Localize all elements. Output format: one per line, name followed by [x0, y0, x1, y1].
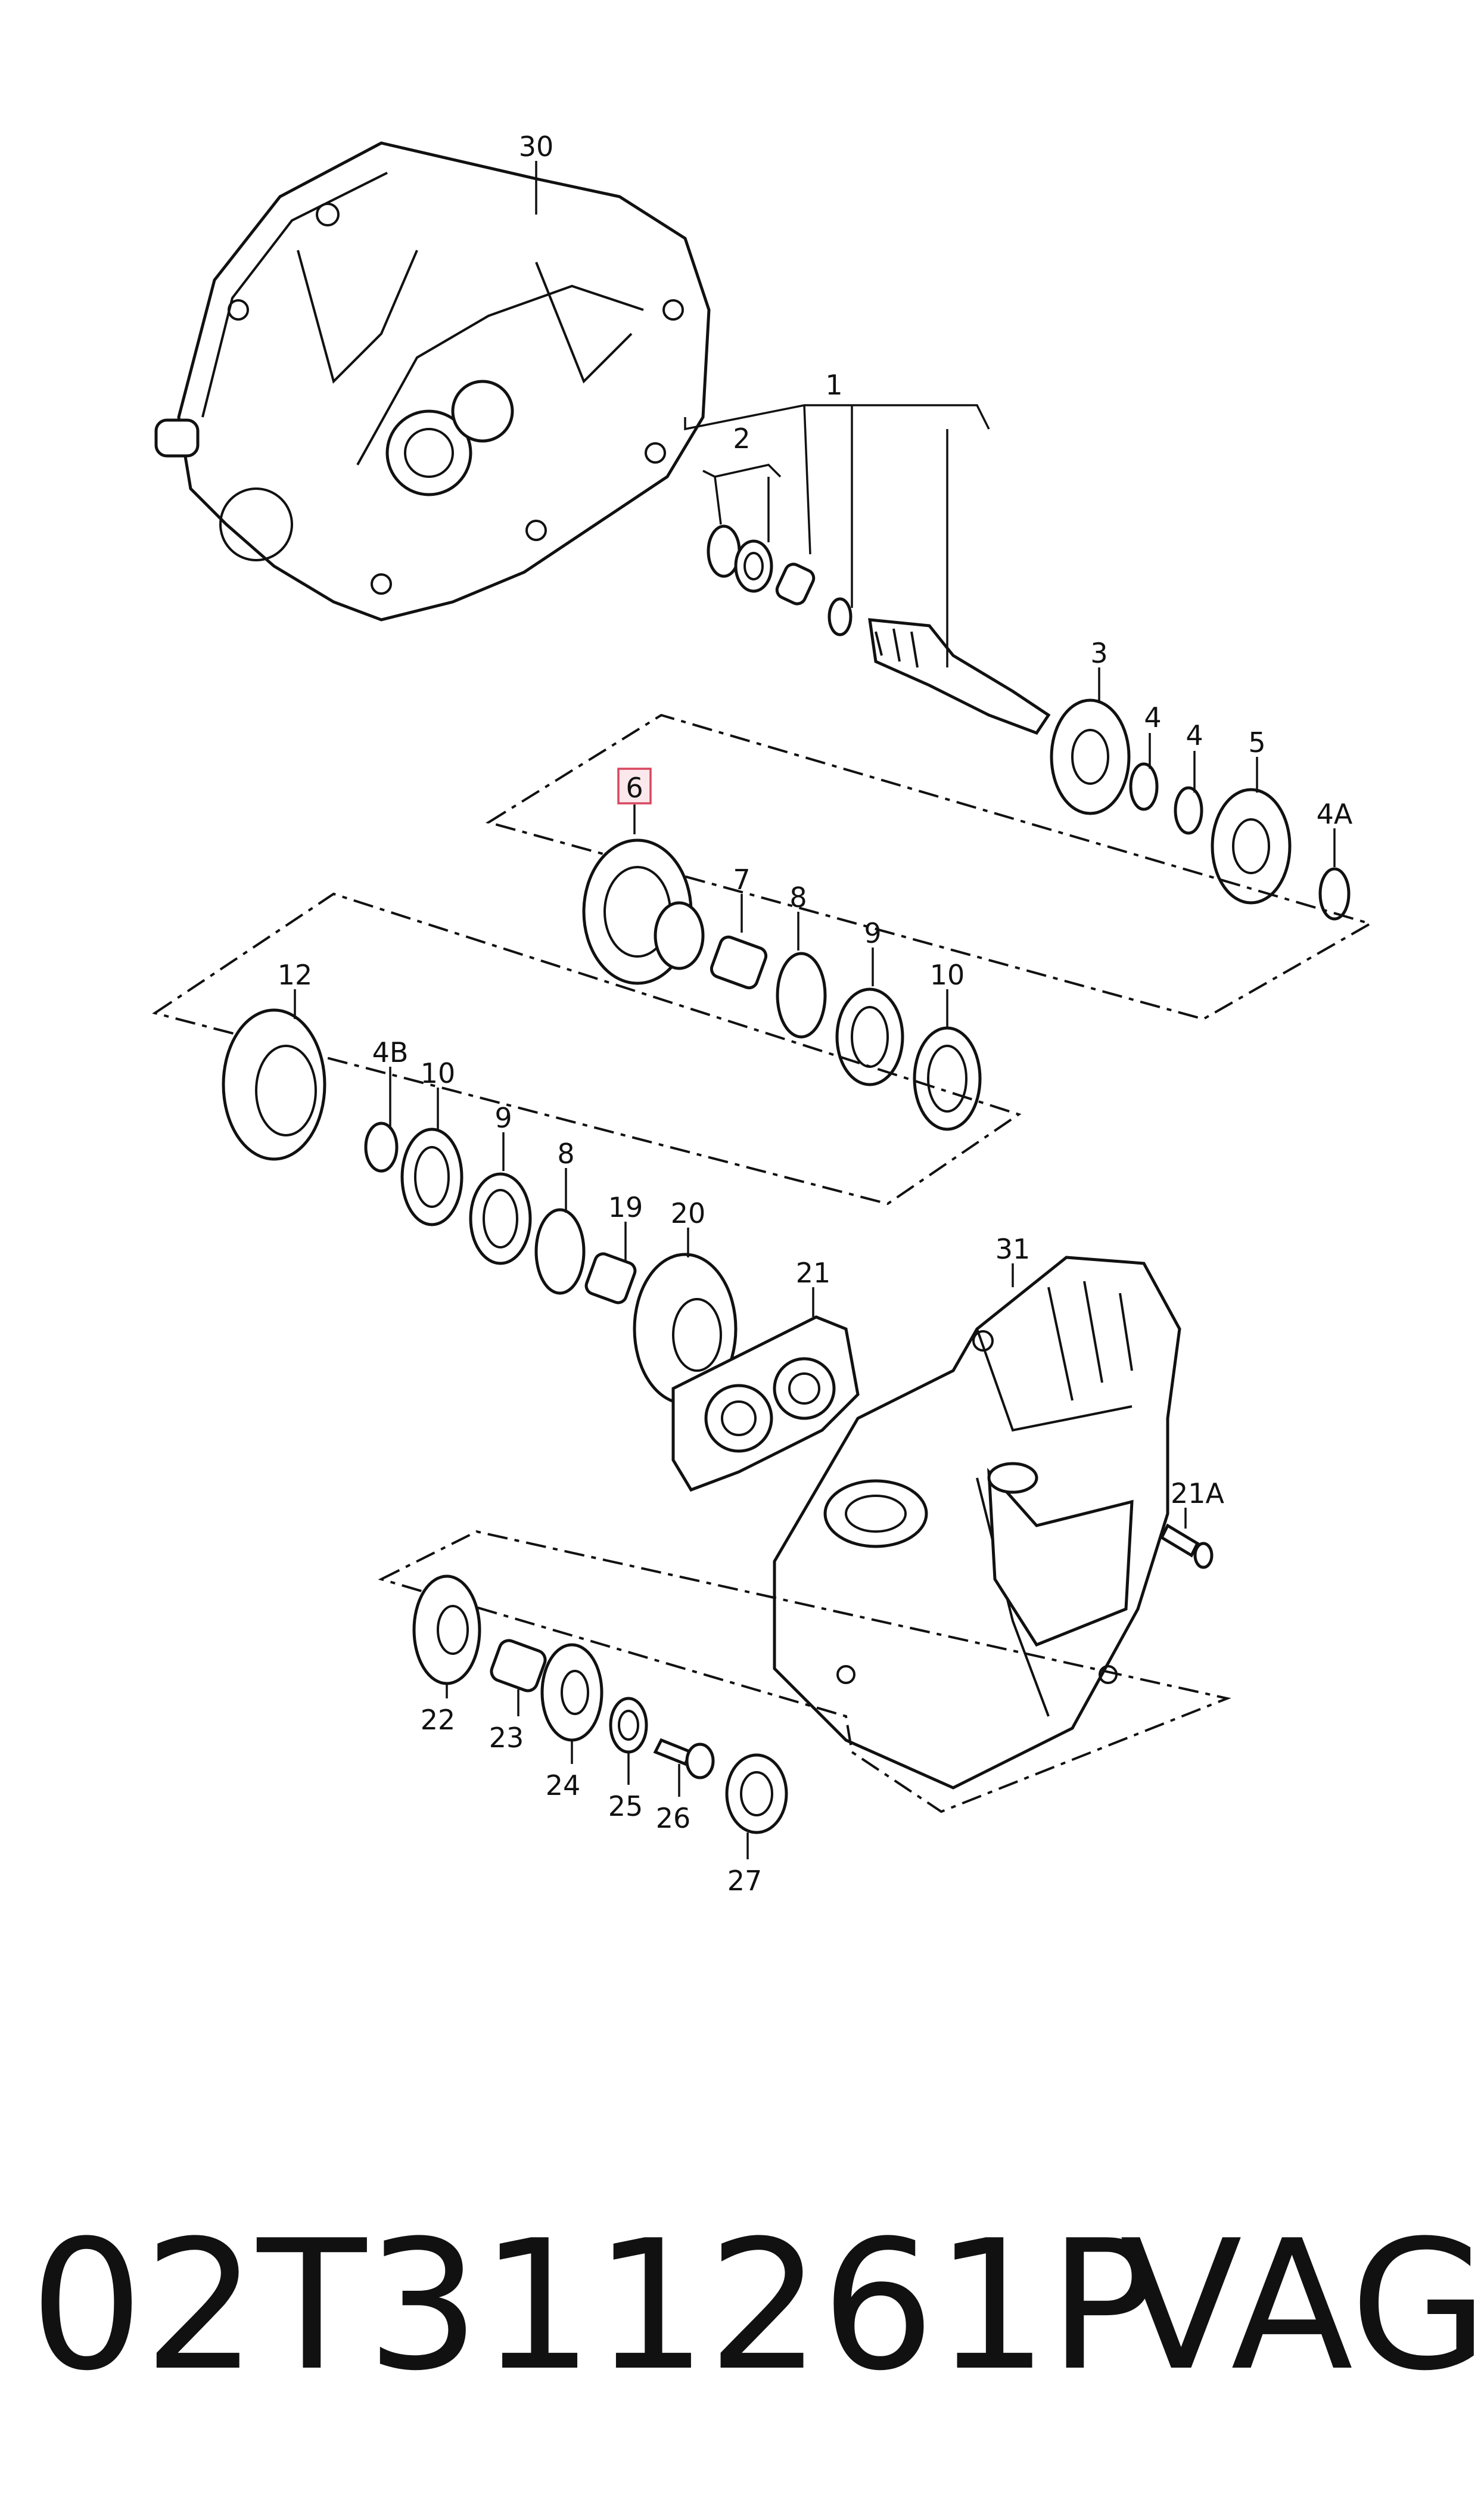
bearing-plate-21[interactable] [671, 1315, 860, 1492]
part-caption: 02T311261P VAG [30, 2202, 1484, 2410]
label-30: 30 [519, 131, 554, 163]
synchro-ring-10[interactable] [913, 1026, 982, 1131]
circlip-4[interactable] [1129, 762, 1203, 835]
needle-bearing-7[interactable] [709, 934, 768, 990]
group-box-middle [152, 892, 1022, 1206]
synchro-ring-10b[interactable] [400, 1128, 463, 1226]
gearbox-housing-31[interactable] [773, 1256, 1181, 1790]
label-5: 5 [1248, 726, 1265, 759]
label-26: 26 [656, 1802, 691, 1834]
gear-22[interactable] [412, 1574, 481, 1685]
label-27: 27 [727, 1865, 763, 1897]
bolt-26[interactable] [653, 1738, 715, 1779]
leader-lines-lower-box [446, 1684, 749, 1859]
highlight-box-6 [617, 768, 652, 805]
gear-5[interactable] [1211, 788, 1292, 905]
label-3: 3 [1090, 637, 1107, 669]
label-22: 22 [421, 1704, 456, 1736]
label-21: 21 [796, 1257, 831, 1289]
transmission-housing-30[interactable] [154, 141, 711, 622]
synchro-ring-8[interactable] [776, 952, 827, 1039]
leader-lines-middle-box [294, 989, 505, 1171]
leader-lines-lower [565, 1168, 1187, 1529]
label-24: 24 [546, 1769, 581, 1801]
exploded-gearbox-diagram: 30 1 2 3 4 4 5 4A 6 7 8 9 10 12 4B 10 9 … [152, 131, 1374, 1897]
label-9-lower: 9 [494, 1102, 512, 1134]
label-4A: 4A [1317, 798, 1353, 830]
cone-9b[interactable] [469, 1172, 532, 1265]
circlip-4B[interactable] [364, 1122, 399, 1173]
needle-bearing-19[interactable] [584, 1251, 637, 1305]
circlip-4A[interactable] [1318, 867, 1351, 921]
leader-lines-top [535, 161, 1336, 867]
label-7: 7 [733, 864, 750, 896]
label-4-first: 4 [1144, 701, 1161, 734]
gear-3[interactable] [1050, 698, 1131, 815]
gear-12[interactable] [222, 1008, 326, 1161]
part-number: 02T311261P [30, 2202, 1157, 2410]
group-box-upper [486, 713, 1374, 1021]
bearing-27[interactable] [725, 1753, 788, 1834]
shaft-assembly-1[interactable] [707, 524, 1051, 735]
synchro-ring-8b[interactable] [534, 1208, 586, 1295]
bush-25[interactable] [609, 1697, 648, 1754]
label-8-upper: 8 [789, 881, 807, 914]
label-20: 20 [671, 1197, 706, 1229]
label-19: 19 [608, 1191, 643, 1223]
label-1: 1 [825, 369, 842, 401]
brand-name: VAG [1120, 2202, 1484, 2410]
label-9-upper: 9 [864, 917, 881, 949]
sleeve-23[interactable] [489, 1638, 547, 1693]
bolt-21A[interactable] [1159, 1523, 1214, 1569]
gear-24[interactable] [540, 1643, 603, 1742]
label-2: 2 [733, 423, 750, 455]
cone-9[interactable] [835, 987, 904, 1086]
label-8-lower: 8 [557, 1138, 574, 1170]
label-4B: 4B [372, 1036, 409, 1069]
label-21A: 21A [1171, 1477, 1225, 1509]
label-4-second: 4 [1186, 719, 1203, 751]
label-10-lower: 10 [421, 1057, 456, 1089]
leader-lines-upper-box [633, 805, 948, 1028]
label-6: 6 [626, 772, 643, 804]
label-12: 12 [278, 959, 313, 991]
label-23: 23 [489, 1722, 524, 1754]
gear-6-highlighted[interactable] [582, 838, 705, 985]
label-31: 31 [995, 1233, 1031, 1265]
group-box-lower [378, 1530, 1231, 1813]
label-25: 25 [608, 1790, 643, 1822]
label-10-upper: 10 [930, 959, 965, 991]
